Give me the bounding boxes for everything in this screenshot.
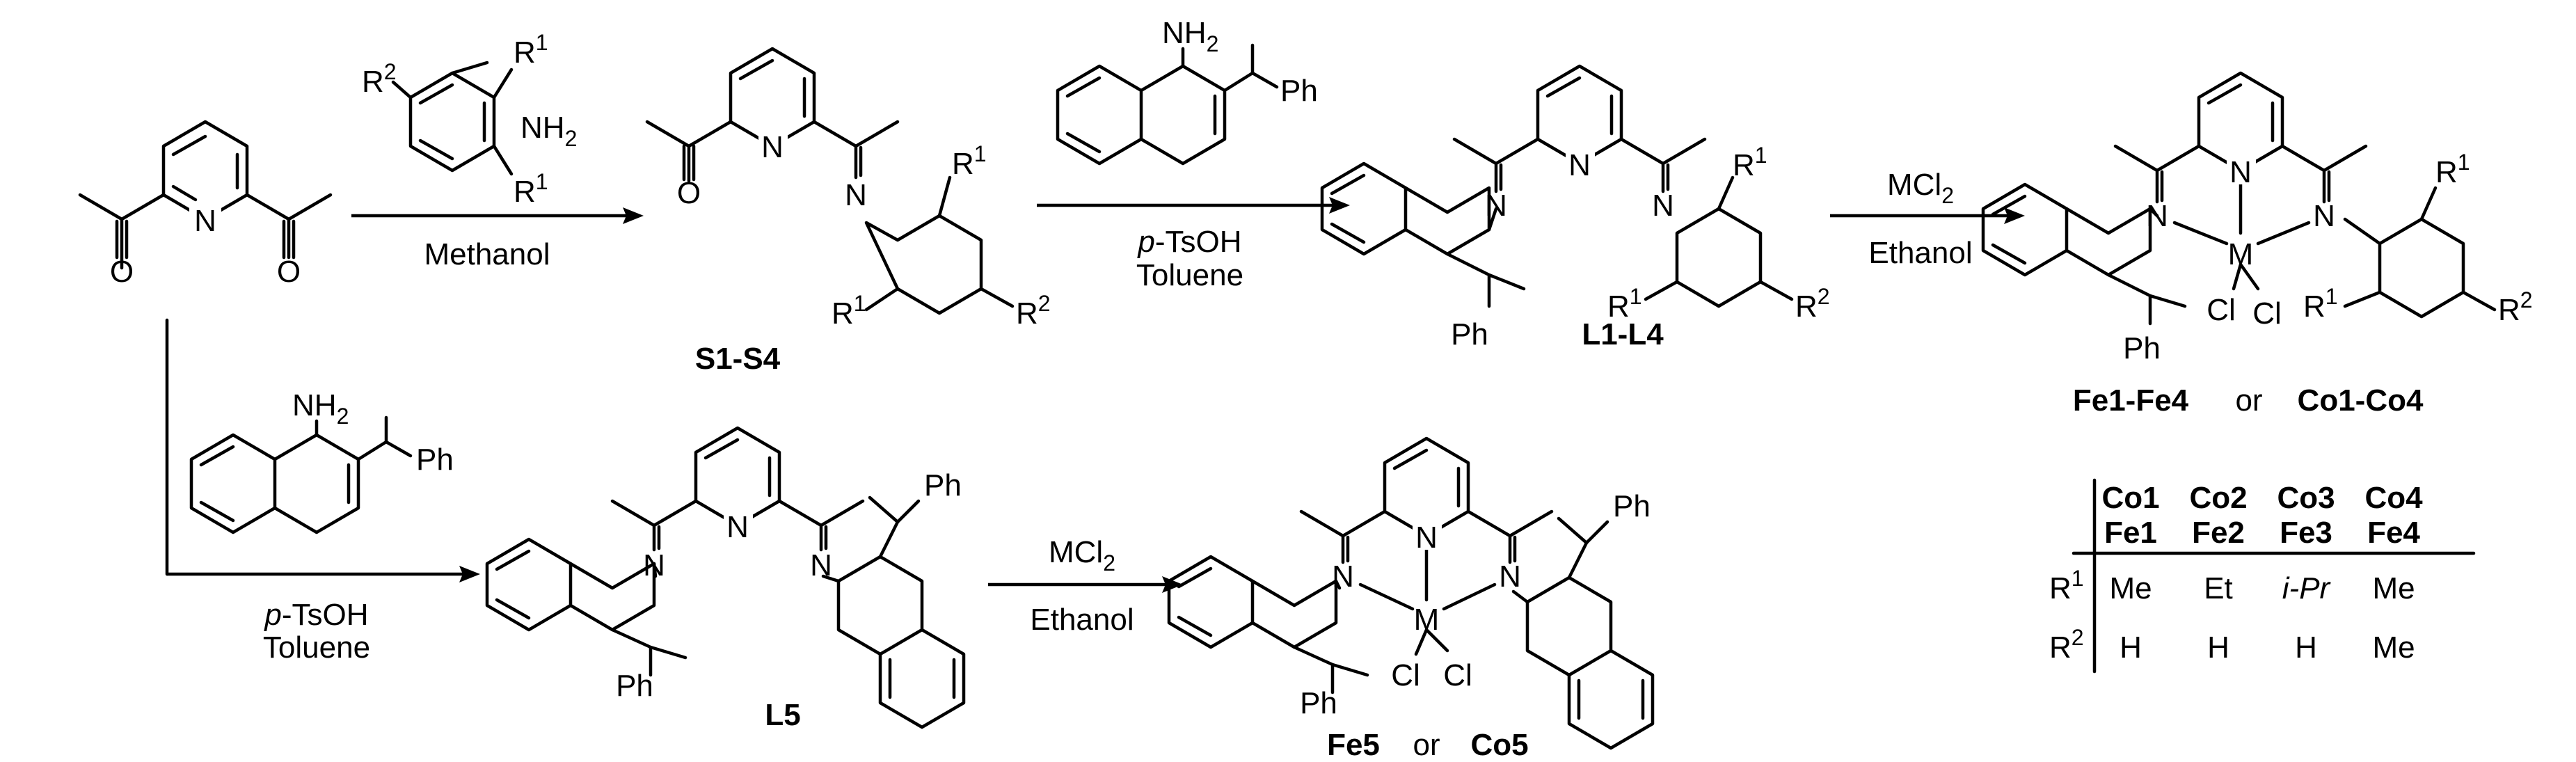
c-r1-bottom: R1 bbox=[2303, 284, 2338, 324]
carbonyl-o-left-label: O bbox=[110, 255, 134, 289]
table-fe-4: Fe4 bbox=[2367, 516, 2420, 550]
bottom-route-line bbox=[165, 318, 463, 576]
aniline-r2: R2 bbox=[362, 59, 397, 99]
l5-pyridine-n: N bbox=[726, 510, 749, 544]
diacetylpyridine-structure bbox=[78, 120, 333, 270]
table-co-1: Co1 bbox=[2101, 481, 2159, 515]
table-r1-2: Et bbox=[2204, 571, 2233, 605]
table-r2-3: H bbox=[2295, 630, 2317, 665]
step3-solvent: Ethanol bbox=[1868, 236, 1972, 270]
l-r1-top: R1 bbox=[1733, 143, 1767, 182]
table-r2-4: Me bbox=[2372, 630, 2415, 665]
l-r2: R2 bbox=[1795, 284, 1830, 324]
c5-cl-right: Cl bbox=[1443, 658, 1472, 692]
table-row-r2-label: R2 bbox=[2049, 625, 2084, 665]
aniline-structure bbox=[391, 61, 514, 176]
c-r1-top: R1 bbox=[2435, 150, 2470, 189]
c5-pyridine-n: N bbox=[1415, 521, 1438, 555]
complex-top-structure bbox=[1981, 71, 2497, 326]
c-imine-n-left: N bbox=[2146, 199, 2168, 233]
c5-ph-left: Ph bbox=[1300, 686, 1337, 720]
c5-cl-left: Cl bbox=[1391, 658, 1420, 692]
l5-ph-right: Ph bbox=[924, 468, 962, 502]
table-row-r1-label: R1 bbox=[2049, 566, 2084, 605]
complex-bottom-structure bbox=[1167, 436, 1655, 750]
compound-s1-s4-label: S1-S4 bbox=[695, 342, 781, 376]
s-carbonyl-o: O bbox=[677, 176, 701, 210]
c5-imine-n-right: N bbox=[1499, 559, 1521, 594]
c5-metal-m: M bbox=[1414, 603, 1440, 637]
compound-co5-label: Co5 bbox=[1470, 728, 1528, 762]
arrow-step4-head bbox=[459, 566, 480, 582]
step2-solvent: Toluene bbox=[1136, 258, 1243, 292]
aniline-r1-bottom: R1 bbox=[514, 169, 548, 209]
step2-acid: p-TsOH bbox=[1136, 225, 1241, 259]
l-ph: Ph bbox=[1451, 317, 1488, 351]
compound-or-bottom: or bbox=[1413, 728, 1440, 762]
c-ph: Ph bbox=[2123, 331, 2161, 365]
l-pyridine-n: N bbox=[1568, 148, 1591, 182]
step5-reagent: MCl2 bbox=[1049, 535, 1115, 576]
step1-solvent: Methanol bbox=[424, 237, 550, 271]
s1-s4-structure bbox=[645, 47, 1015, 315]
table-co-4: Co4 bbox=[2364, 481, 2423, 515]
table-co-2: Co2 bbox=[2189, 481, 2247, 515]
compound-or-top: or bbox=[2235, 383, 2262, 418]
s-r1-bottom: R1 bbox=[832, 291, 866, 331]
naph-top-ph: Ph bbox=[1280, 74, 1318, 108]
s-r1-top: R1 bbox=[952, 141, 987, 181]
c-pyridine-n: N bbox=[2229, 155, 2252, 189]
step4-acid: p-TsOH bbox=[263, 598, 368, 632]
s-pyridine-n: N bbox=[761, 130, 784, 164]
table-co-3: Co3 bbox=[2277, 481, 2335, 515]
compound-l5-label: L5 bbox=[765, 698, 800, 732]
s-imine-n: N bbox=[845, 178, 867, 212]
c-metal-m: M bbox=[2228, 237, 2254, 271]
l5-structure bbox=[485, 426, 966, 729]
c-r2: R2 bbox=[2498, 287, 2533, 327]
table-fe-3: Fe3 bbox=[2280, 516, 2332, 550]
c-cl-left: Cl bbox=[2207, 293, 2236, 327]
compound-fe5-label: Fe5 bbox=[1327, 728, 1380, 762]
l-imine-n-right: N bbox=[1652, 189, 1674, 223]
naph-top-nh2: NH2 bbox=[1162, 16, 1218, 56]
table-r1-4: Me bbox=[2372, 571, 2415, 605]
compound-l1-l4-label: L1-L4 bbox=[1582, 317, 1664, 351]
table-r2-2: H bbox=[2207, 630, 2229, 665]
table-fe-2: Fe2 bbox=[2192, 516, 2245, 550]
table-fe-1: Fe1 bbox=[2104, 516, 2157, 550]
c-cl-right: Cl bbox=[2252, 296, 2282, 331]
c-imine-n-right: N bbox=[2313, 199, 2335, 233]
l1-l4-structure bbox=[1320, 64, 1794, 308]
naph-bottom-nh2: NH2 bbox=[292, 388, 349, 429]
naph-bottom-ph: Ph bbox=[416, 443, 454, 477]
l-imine-n-left: N bbox=[1485, 189, 1507, 223]
compound-fe1-fe4-label: Fe1-Fe4 bbox=[2073, 383, 2189, 418]
aniline-nh2: NH2 bbox=[520, 111, 577, 151]
l5-ph-left: Ph bbox=[616, 669, 653, 703]
naphthylamine-bottom-structure bbox=[189, 415, 413, 534]
step5-solvent: Ethanol bbox=[1030, 603, 1134, 637]
c5-ph-right: Ph bbox=[1613, 489, 1651, 523]
l5-imine-n-right: N bbox=[810, 548, 832, 582]
step3-reagent: MCl2 bbox=[1887, 168, 1954, 208]
table-r2-1: H bbox=[2120, 630, 2142, 665]
s-r2: R2 bbox=[1016, 291, 1051, 331]
step4-solvent: Toluene bbox=[263, 630, 370, 665]
aniline-r1-top: R1 bbox=[514, 30, 548, 70]
pyridine-n-label: N bbox=[194, 204, 216, 238]
carbonyl-o-right-label: O bbox=[277, 255, 301, 289]
l5-imine-n-left: N bbox=[643, 548, 665, 582]
compound-co1-co4-label: Co1-Co4 bbox=[2298, 383, 2424, 418]
table-r1-1: Me bbox=[2109, 571, 2152, 605]
naphthylamine-top-structure bbox=[1056, 43, 1279, 166]
c5-imine-n-left: N bbox=[1332, 559, 1354, 594]
l-r1-bottom: R1 bbox=[1607, 284, 1642, 324]
substituent-table bbox=[2072, 478, 2476, 674]
table-r1-3: i-Pr bbox=[2282, 571, 2332, 605]
